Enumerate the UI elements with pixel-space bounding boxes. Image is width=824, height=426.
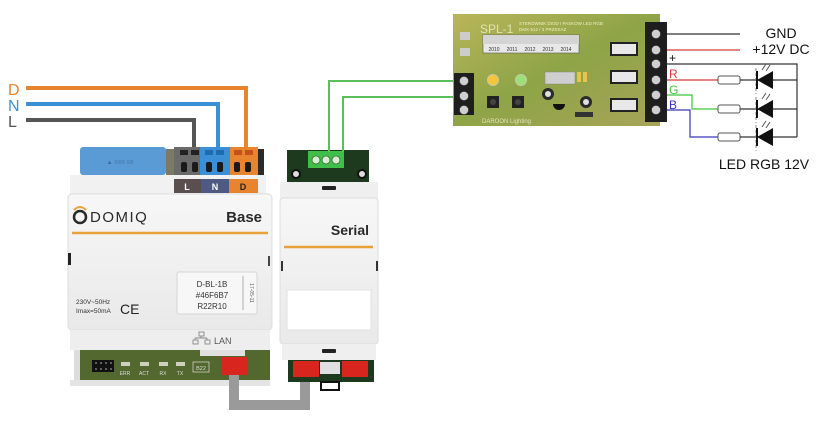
relay-marking: ▲ ≡≡≡ ≡≡ [107,160,134,166]
led-b-icon [755,120,773,151]
gnd-label: GND [765,25,796,41]
b-label: B [669,98,677,112]
domiq-logo-icon [72,209,88,225]
controller-name: SPL-1 [480,22,514,36]
wire-l [26,118,196,150]
base-bus-connector[interactable] [222,357,248,375]
terminal-text-l: L [184,182,190,192]
resistor-b [717,132,741,142]
serial-bus-connector-left[interactable] [293,361,319,377]
controller-subtitle-2: DMX-512 / 3 PRZEKAZ [519,27,567,32]
plus-wire [667,63,798,137]
lan-icon [192,331,211,345]
controller-board: SPL-1 STEROWNIK DIOD I PASKOW LED RGB DM… [453,14,667,126]
g-wire [667,94,718,110]
plus-label: + [669,51,676,65]
rating-line-1: 230V~50Hz [76,299,110,306]
label-d: D [8,82,20,99]
b-wire [667,109,718,138]
led-label-tx: TX [177,371,184,377]
serial-wires [328,80,458,152]
serial-module: Serial [279,150,379,391]
pin-header [92,360,114,372]
base-module-name: Base [226,209,262,226]
status-led-yellow [487,74,499,86]
digit-3: 2013 [542,47,553,53]
digit-1: 2011 [507,47,518,53]
status-led-green [515,74,527,86]
wire-n [26,102,220,150]
serial-wire-b [342,96,458,152]
relay-body [80,147,166,175]
led-label-err: ERR [120,371,131,377]
resistor-g [717,104,741,114]
digit-2: 2012 [524,47,535,53]
digit-0: 2010 [488,47,499,53]
serial-wire-a [328,80,458,152]
lan-label: LAN [214,336,232,346]
controller-maker: DAROON Lighting [482,119,531,125]
label-l: L [8,114,17,131]
ce-mark: CE [120,301,139,317]
led-label-act: ACT [139,371,149,377]
terminal-n[interactable] [200,147,230,175]
model-label [176,271,258,315]
digit-row: 2010 2011 2012 2013 2014 [488,47,571,53]
controller-output-terminal[interactable] [645,22,667,122]
label-n: N [8,98,20,115]
serial-label-window [286,289,372,331]
terminal-label-d [229,179,258,193]
brand-logo: DOMIQ [90,209,148,226]
terminal-text-d: D [240,182,247,192]
bus-cable [229,375,310,410]
controller-subtitle-1: STEROWNIK DIOD I PASKOW LED RGB [519,21,603,26]
v12-label: +12V DC [752,41,809,57]
r-label: R [669,67,678,81]
output-schematic: GND +12V DC + R G B [667,25,810,172]
terminal-text-n: N [212,182,219,192]
g-label: G [669,83,678,97]
led-label-rx: RX [160,371,168,377]
resistor-r [717,75,741,85]
model-number: D-BL-1B [197,280,228,289]
led-g-icon [755,92,773,123]
terminal-label-n [201,179,229,193]
digit-4: 2014 [560,47,571,53]
terminal-label-l [174,179,201,193]
revision-number: R22R10 [197,302,227,311]
side-code: 17-05-11 [248,283,254,303]
led-caption: LED RGB 12V [719,156,810,172]
power-wires: D N L [8,82,248,150]
serial-module-name: Serial [331,222,369,238]
led-r-icon [755,63,773,94]
rating-line-2: Imax=50mA [76,308,112,315]
serial-number: #46F6B7 [196,291,229,300]
bus-label: B22 [196,366,206,372]
base-module: ▲ ≡≡≡ ≡≡ L N D DOMIQ [67,147,273,386]
wire-d [26,86,248,150]
serial-bus-connector-right[interactable] [342,361,368,377]
